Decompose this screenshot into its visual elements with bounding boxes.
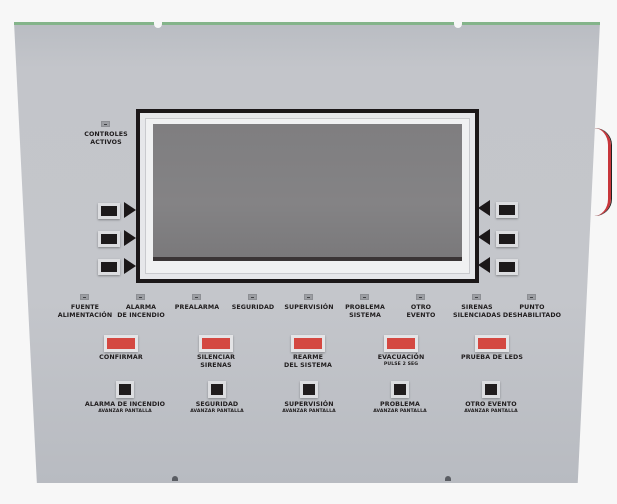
led-punto-deshabilitado xyxy=(527,294,536,300)
rearme-sistema-button[interactable] xyxy=(291,335,325,352)
mounting-hole xyxy=(172,476,178,481)
led-label-punto-deshabilitado: PUNTO DESHABILITADO xyxy=(502,304,562,319)
led-label-prealarma: PREALARMA xyxy=(174,304,220,311)
triangle-left-icon xyxy=(478,229,490,245)
triangle-right-icon xyxy=(124,258,136,274)
soft-key-left-1[interactable] xyxy=(98,203,120,219)
led-label-sirenas-silenciadas: SIRENAS SILENCIADAS xyxy=(452,304,502,319)
otro-evento-avanzar-button[interactable] xyxy=(482,381,500,398)
soft-key-left-3[interactable] xyxy=(98,259,120,275)
mounting-notch xyxy=(454,20,462,28)
led-prealarma xyxy=(192,294,201,300)
led-label-seguridad: SEGURIDAD xyxy=(231,304,275,311)
led-alarma-incendio xyxy=(136,294,145,300)
led-label-supervision: SUPERVISIÓN xyxy=(284,304,334,311)
confirmar-label: CONFIRMAR xyxy=(99,354,143,361)
mounting-hole xyxy=(445,476,451,481)
triangle-left-icon xyxy=(478,257,490,273)
led-supervision xyxy=(304,294,313,300)
pcb-edge xyxy=(14,22,600,25)
prueba-leds-label: PRUEBA DE LEDS xyxy=(461,354,523,361)
triangle-left-icon xyxy=(478,200,490,216)
wire-cable xyxy=(594,128,611,216)
led-label-otro-evento: OTRO EVENTO xyxy=(406,304,436,319)
led-seguridad xyxy=(248,294,257,300)
soft-key-right-2[interactable] xyxy=(496,231,518,247)
soft-key-left-2[interactable] xyxy=(98,231,120,247)
alarma-incendio-avanzar-button[interactable] xyxy=(116,381,134,398)
led-label-alarma-incendio: ALARMA DE INCENDIO xyxy=(117,304,165,319)
led-otro-evento xyxy=(416,294,425,300)
lcd-display-frame xyxy=(136,109,479,283)
led-label-fuente-alimentacion: FUENTE ALIMENTACIÓN xyxy=(57,304,113,319)
triangle-right-icon xyxy=(124,230,136,246)
supervision-avanzar-button[interactable] xyxy=(300,381,318,398)
prueba-leds-button[interactable] xyxy=(475,335,509,352)
seguridad-avanzar-button[interactable] xyxy=(208,381,226,398)
confirmar-button[interactable] xyxy=(104,335,138,352)
lcd-bezel xyxy=(145,118,470,274)
mounting-notch xyxy=(154,20,162,28)
soft-key-right-3[interactable] xyxy=(496,259,518,275)
soft-key-right-1[interactable] xyxy=(496,202,518,218)
rearme-sistema-label: REARME DEL SISTEMA xyxy=(284,354,332,369)
evacuacion-button[interactable] xyxy=(384,335,418,352)
led-fuente-alimentacion xyxy=(80,294,89,300)
controles-activos-label: CONTROLES ACTIVOS xyxy=(84,131,128,146)
problema-avanzar-button[interactable] xyxy=(391,381,409,398)
silenciar-sirenas-label: SILENCIAR SIRENAS xyxy=(196,354,236,369)
lcd-screen xyxy=(153,124,462,261)
triangle-right-icon xyxy=(124,202,136,218)
led-problema-sistema xyxy=(360,294,369,300)
silenciar-sirenas-button[interactable] xyxy=(199,335,233,352)
controles-activos-led xyxy=(101,121,110,127)
led-label-problema-sistema: PROBLEMA SISTEMA xyxy=(345,304,385,319)
led-sirenas-silenciadas xyxy=(472,294,481,300)
